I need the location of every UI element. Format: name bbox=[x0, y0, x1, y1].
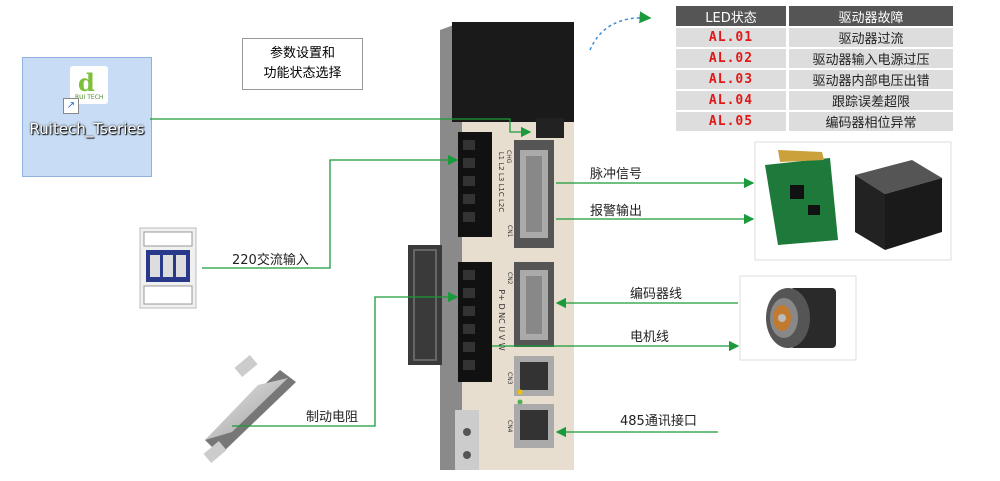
chg-label: CHG bbox=[505, 150, 512, 164]
cn4-label: CN4 bbox=[506, 420, 513, 433]
ac-input-label: 220交流输入 bbox=[232, 253, 309, 268]
alarm-output-label: 报警输出 bbox=[590, 204, 643, 219]
fault-desc: 驱动器输入电源过压 bbox=[789, 49, 953, 68]
bottom-terminal-label: P+ D NC U V W bbox=[497, 289, 506, 350]
led-code: AL.02 bbox=[676, 49, 786, 68]
settings-callout-box: 参数设置和 功能状态选择 bbox=[242, 38, 363, 90]
brake-resistor-image bbox=[203, 354, 296, 464]
led-header: LED状态 bbox=[676, 6, 786, 26]
fault-desc: 驱动器内部电压出错 bbox=[789, 70, 953, 89]
brake-resistor-label: 制动电阻 bbox=[306, 410, 359, 425]
plc-image bbox=[855, 160, 942, 250]
desktop-icon-label: Ruitech_Tseries bbox=[29, 120, 145, 138]
led-code: AL.05 bbox=[676, 112, 786, 131]
led-code: AL.04 bbox=[676, 91, 786, 110]
settings-callout-label: 参数设置和 功能状态选择 bbox=[263, 46, 342, 81]
fault-desc: 跟踪误差超限 bbox=[789, 91, 953, 110]
pointer-curve bbox=[589, 11, 652, 51]
led-code: AL.03 bbox=[676, 70, 786, 89]
fault-desc: 编码器相位异常 bbox=[789, 112, 953, 131]
comm-port-label: 485通讯接口 bbox=[620, 414, 697, 429]
cn3-label: CN3 bbox=[506, 372, 513, 385]
fault-desc: 驱动器过流 bbox=[789, 28, 953, 47]
encoder-line-label: 编码器线 bbox=[630, 287, 683, 302]
desktop-software-icon[interactable]: d RUI TECH ↗ Ruitech_Tseries bbox=[22, 57, 152, 177]
ac-contactor-image bbox=[139, 227, 197, 309]
servo-drive: L1 L2 L3 L1C L2C P+ D NC U V W CHG CN1 C… bbox=[408, 22, 574, 470]
top-terminal-label: L1 L2 L3 L1C L2C bbox=[497, 152, 505, 213]
drive-top-cover bbox=[452, 22, 574, 122]
control-card-image bbox=[765, 150, 838, 245]
fault-header: 驱动器故障 bbox=[789, 6, 953, 26]
ruitech-logo-icon: d RUI TECH bbox=[70, 66, 108, 104]
cn1-label: CN1 bbox=[506, 225, 513, 238]
shortcut-arrow-icon: ↗ bbox=[63, 98, 79, 114]
motor-line-label: 电机线 bbox=[630, 330, 670, 345]
servo-motor-image bbox=[766, 288, 836, 348]
cn2-label: CN2 bbox=[506, 272, 513, 285]
pulse-signal-label: 脉冲信号 bbox=[590, 167, 643, 182]
led-code: AL.01 bbox=[676, 28, 786, 47]
